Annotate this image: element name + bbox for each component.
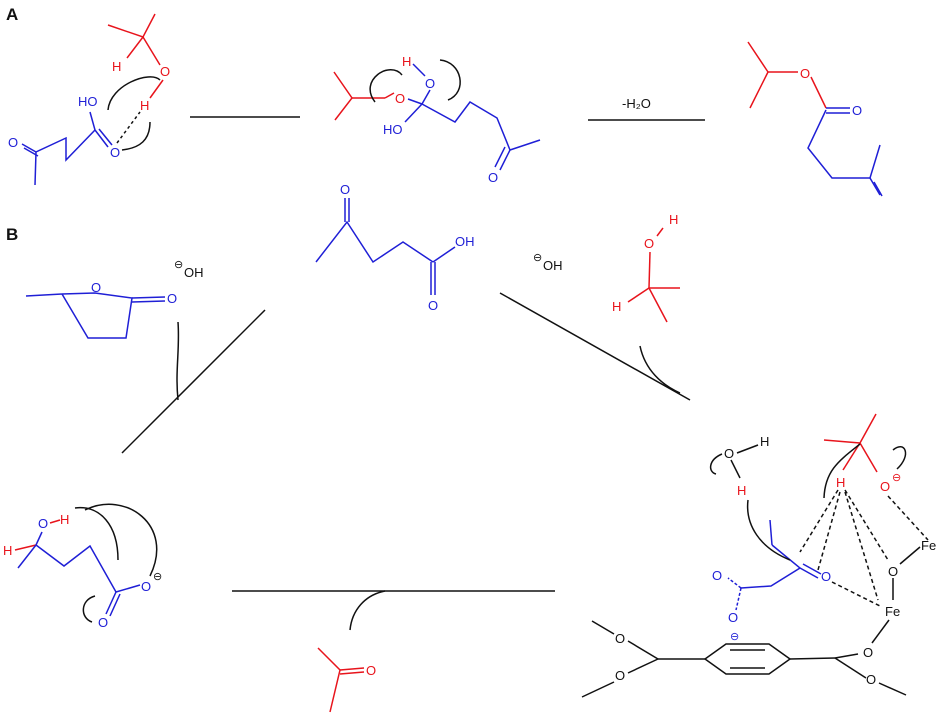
svg-text:O: O	[821, 569, 831, 584]
curly-arrow-alkoxide	[892, 446, 907, 470]
svg-text:O: O	[800, 66, 810, 81]
curly-arrow-a1	[107, 76, 161, 111]
curly-arrow-a4	[439, 59, 461, 101]
svg-text:O: O	[712, 568, 722, 583]
isopropyl-levulinate: O O	[747, 41, 883, 197]
svg-text:H: H	[60, 512, 69, 527]
water-release-arrow	[176, 321, 180, 401]
svg-text:Fe: Fe	[921, 538, 936, 553]
svg-text:O: O	[615, 631, 625, 646]
curly-arrow-b2	[84, 503, 158, 577]
hydroxide-left: ⊖ OH	[174, 259, 204, 280]
svg-text:O: O	[38, 516, 48, 531]
svg-text:O: O	[98, 615, 108, 630]
svg-text:O: O	[91, 280, 101, 295]
svg-text:H: H	[3, 543, 12, 558]
svg-text:⊖: ⊖	[892, 472, 901, 484]
water-molecule: O H H	[724, 434, 769, 498]
levulinic-acid-a1: HO O O	[8, 94, 120, 186]
gamma-valerolactone: O O	[25, 280, 177, 339]
svg-text:O: O	[880, 479, 890, 494]
tetrahedral-intermediate: O H O HO O	[333, 54, 541, 185]
svg-text:H: H	[836, 475, 845, 490]
svg-text:H: H	[737, 483, 746, 498]
svg-text:O: O	[167, 291, 177, 306]
isopropanol-a1: H O H	[107, 13, 170, 113]
curly-arrow-b3	[82, 595, 96, 623]
panel-a-label: A	[6, 5, 18, 24]
svg-text:H: H	[760, 434, 769, 449]
isopropanol-b: H O H	[612, 212, 680, 323]
svg-text:H: H	[612, 299, 621, 314]
curly-arrow-a3	[369, 69, 403, 103]
svg-text:H: H	[140, 98, 149, 113]
isopropoxide-bound: H O ⊖	[823, 413, 901, 494]
svg-text:O: O	[724, 446, 734, 461]
svg-text:O: O	[863, 645, 873, 660]
hydroxypentanoate: O H H O ⊖ O	[3, 512, 162, 630]
svg-text:⊖: ⊖	[533, 252, 542, 264]
curly-arrow-b1	[74, 507, 119, 561]
svg-text:O: O	[728, 610, 738, 625]
cycle-arrow-to-complex	[499, 292, 691, 401]
svg-text:O: O	[852, 103, 862, 118]
svg-text:O: O	[395, 91, 405, 106]
svg-text:O: O	[8, 135, 18, 150]
svg-text:H: H	[669, 212, 678, 227]
coordination-dashes	[799, 489, 929, 607]
svg-text:O: O	[488, 170, 498, 185]
svg-text:O: O	[615, 668, 625, 683]
isopropanol-entry-arrow	[639, 345, 681, 394]
svg-text:HO: HO	[78, 94, 98, 109]
svg-text:HO: HO	[383, 122, 403, 137]
svg-text:O: O	[866, 672, 876, 687]
cycle-arrow-to-levulinic	[121, 309, 266, 454]
svg-text:O: O	[428, 298, 438, 313]
levulinate-adsorbed: O O O ⊖	[712, 519, 831, 643]
svg-text:H: H	[402, 54, 411, 69]
curly-arrow-hydride	[823, 443, 861, 499]
acetone-release-arrow	[349, 590, 386, 631]
svg-text:OH: OH	[455, 234, 475, 249]
svg-text:O: O	[340, 182, 350, 197]
svg-text:O: O	[141, 579, 151, 594]
svg-text:Fe: Fe	[885, 604, 900, 619]
curly-arrow-water	[709, 453, 723, 475]
svg-text:O: O	[888, 564, 898, 579]
svg-text:OH: OH	[184, 265, 204, 280]
terephthalate-linker: O O O	[581, 620, 907, 698]
svg-text:O: O	[425, 76, 435, 91]
acetone: O	[317, 647, 376, 713]
curly-arrow-protonation	[746, 499, 791, 561]
svg-text:O: O	[110, 145, 120, 160]
fe-cluster: Fe O Fe O	[863, 538, 936, 660]
dehydration-label: -H₂O	[622, 96, 651, 111]
svg-text:⊖: ⊖	[153, 571, 162, 583]
svg-text:H: H	[112, 59, 121, 74]
curly-arrow-a2	[121, 121, 151, 151]
panel-b-label: B	[6, 225, 18, 244]
svg-text:OH: OH	[543, 258, 563, 273]
h-bond-dash-a1	[116, 111, 141, 144]
levulinic-acid-b: O OH O	[315, 182, 475, 313]
svg-text:O: O	[644, 236, 654, 251]
svg-text:O: O	[160, 64, 170, 79]
svg-text:⊖: ⊖	[730, 631, 739, 643]
svg-text:O: O	[366, 663, 376, 678]
svg-text:⊖: ⊖	[174, 259, 183, 271]
hydroxide-right: ⊖ OH	[533, 252, 563, 273]
